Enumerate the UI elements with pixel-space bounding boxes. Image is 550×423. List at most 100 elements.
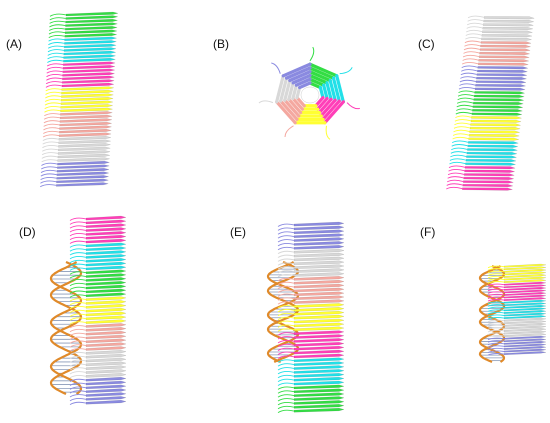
beta-strand [293, 287, 345, 293]
loop [277, 281, 295, 286]
beta-strand [85, 300, 127, 305]
loop [466, 22, 484, 26]
loop [42, 148, 59, 152]
loop [48, 27, 66, 31]
beta-strand [56, 182, 109, 187]
beta-strand [59, 125, 112, 130]
loop [48, 38, 65, 42]
beta-strand [293, 404, 345, 409]
beta-strand [317, 97, 333, 115]
loop [69, 336, 87, 340]
beta-strand [65, 18, 118, 24]
beta-strand [293, 225, 345, 231]
beta-strand [462, 184, 513, 188]
loop [49, 24, 66, 28]
loop [277, 289, 295, 293]
loop [258, 100, 274, 104]
loop [487, 278, 505, 281]
beta-strand [293, 311, 345, 316]
beta-strand [58, 136, 111, 141]
loop [277, 316, 295, 320]
beta-strand [482, 30, 533, 34]
beta-strand [476, 76, 527, 80]
loop [69, 351, 87, 356]
panel-label-d: (D) [19, 225, 36, 239]
beta-strand [503, 284, 547, 289]
loop [466, 29, 483, 33]
loop [458, 86, 476, 90]
loop [459, 79, 477, 83]
beta-strand [57, 160, 110, 166]
loop [487, 353, 505, 356]
loop [69, 302, 87, 306]
beta-strand [85, 281, 127, 286]
loop [453, 126, 471, 129]
loop [487, 288, 505, 292]
beta-strand [85, 400, 127, 405]
loop [41, 152, 59, 156]
loop [69, 382, 87, 386]
beta-strand [467, 144, 518, 148]
loop [69, 240, 87, 244]
beta-strand [298, 81, 312, 90]
loop [69, 267, 87, 271]
loop [47, 52, 64, 56]
loop [277, 223, 295, 227]
loop [69, 286, 87, 290]
beta-strand [470, 123, 521, 127]
beta-strand [293, 357, 345, 363]
beta-strand [293, 330, 345, 335]
loop [69, 332, 87, 336]
loop [277, 355, 295, 359]
beta-strand [293, 283, 345, 289]
beta-strand [63, 47, 116, 52]
beta-strand [503, 268, 547, 273]
beta-strand [293, 229, 345, 235]
beta-strand [503, 328, 547, 332]
beta-strand [64, 33, 117, 38]
beta-strand [503, 279, 547, 283]
loop [277, 293, 295, 297]
dna-backbone [478, 265, 506, 363]
beta-strand [64, 43, 117, 49]
beta-strand [85, 219, 127, 225]
loop [48, 34, 65, 39]
beta-strand [85, 392, 127, 397]
loop [487, 291, 505, 294]
loop [277, 231, 295, 235]
beta-strand [60, 97, 114, 102]
loop [487, 268, 505, 271]
beta-strand [293, 291, 345, 297]
loop [69, 386, 87, 390]
loop [47, 59, 64, 63]
beta-strand [85, 223, 127, 228]
loop [42, 134, 60, 138]
beta-strand [308, 66, 336, 80]
panel-f-dna [478, 264, 506, 364]
beta-strand [469, 130, 520, 134]
loop [277, 336, 295, 340]
beta-strand [473, 94, 525, 98]
loop [69, 236, 87, 241]
beta-strand [85, 254, 127, 259]
loop [45, 88, 62, 92]
loop [277, 409, 295, 414]
loop [467, 15, 485, 19]
loop [277, 312, 295, 317]
loop [46, 74, 63, 78]
loop [487, 335, 505, 338]
loop [487, 317, 505, 320]
beta-strand [473, 98, 524, 102]
loop [69, 271, 87, 275]
loop [69, 374, 87, 379]
loop [454, 122, 471, 126]
beta-strand [293, 248, 345, 254]
beta-strand [85, 376, 127, 382]
loop [277, 270, 295, 274]
beta-strand [315, 96, 329, 111]
beta-strand [60, 104, 113, 109]
loop [487, 299, 505, 302]
beta-strand [85, 235, 127, 240]
dna-backbone [266, 261, 300, 364]
